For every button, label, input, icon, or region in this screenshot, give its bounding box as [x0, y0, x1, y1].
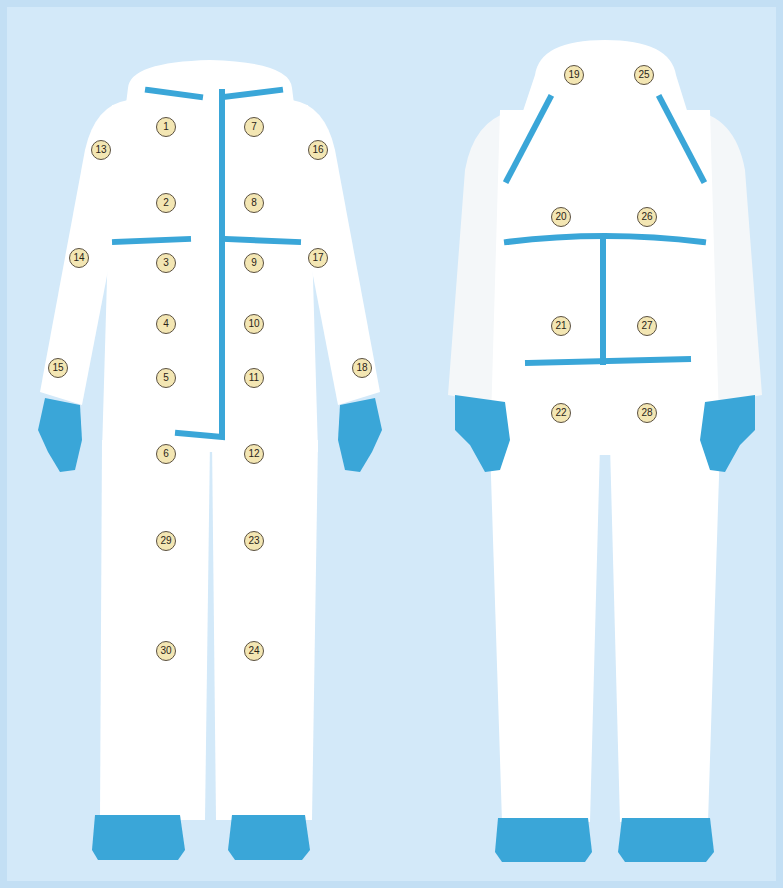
callout-number: 20 [551, 207, 571, 227]
shoe-cover [228, 815, 310, 860]
glove [455, 395, 510, 472]
shoe-cover [92, 815, 185, 860]
right-leg [212, 440, 318, 820]
callout-number: 10 [244, 314, 264, 334]
glove [700, 395, 755, 472]
callout-number: 21 [551, 316, 571, 336]
callout-number: 24 [244, 641, 264, 661]
torso [490, 110, 720, 455]
hood [125, 60, 295, 112]
callout-number: 23 [244, 531, 264, 551]
torso [102, 105, 318, 452]
callout-number: 19 [564, 65, 584, 85]
callout-number: 15 [48, 358, 68, 378]
callout-number: 4 [156, 314, 176, 334]
callout-number: 8 [244, 193, 264, 213]
callout-number: 7 [244, 117, 264, 137]
left-leg [490, 445, 600, 822]
callout-number: 29 [156, 531, 176, 551]
callout-number: 14 [69, 248, 89, 268]
callout-number: 6 [156, 444, 176, 464]
left-leg [100, 440, 210, 820]
callout-number: 13 [91, 140, 111, 160]
callout-number: 5 [156, 368, 176, 388]
shoe-cover [495, 818, 592, 862]
callout-number: 12 [244, 444, 264, 464]
seam-tape [507, 98, 703, 363]
callout-number: 17 [308, 248, 328, 268]
callout-number: 22 [551, 403, 571, 423]
right-leg [610, 445, 720, 822]
callout-number: 25 [634, 65, 654, 85]
glove [38, 398, 82, 472]
callout-number: 28 [637, 403, 657, 423]
callout-number: 9 [244, 253, 264, 273]
shoe-cover [618, 818, 714, 862]
back-suit [448, 40, 762, 862]
background-panel [7, 7, 776, 881]
callout-number: 26 [637, 207, 657, 227]
callout-number: 18 [352, 358, 372, 378]
callout-number: 3 [156, 253, 176, 273]
callout-number: 27 [637, 316, 657, 336]
callout-number: 16 [308, 140, 328, 160]
callout-number: 30 [156, 641, 176, 661]
callout-number: 11 [244, 368, 264, 388]
seam-tape [115, 90, 298, 437]
glove [338, 398, 382, 472]
front-suit [38, 60, 382, 860]
callout-number: 1 [156, 117, 176, 137]
callout-number: 2 [156, 193, 176, 213]
